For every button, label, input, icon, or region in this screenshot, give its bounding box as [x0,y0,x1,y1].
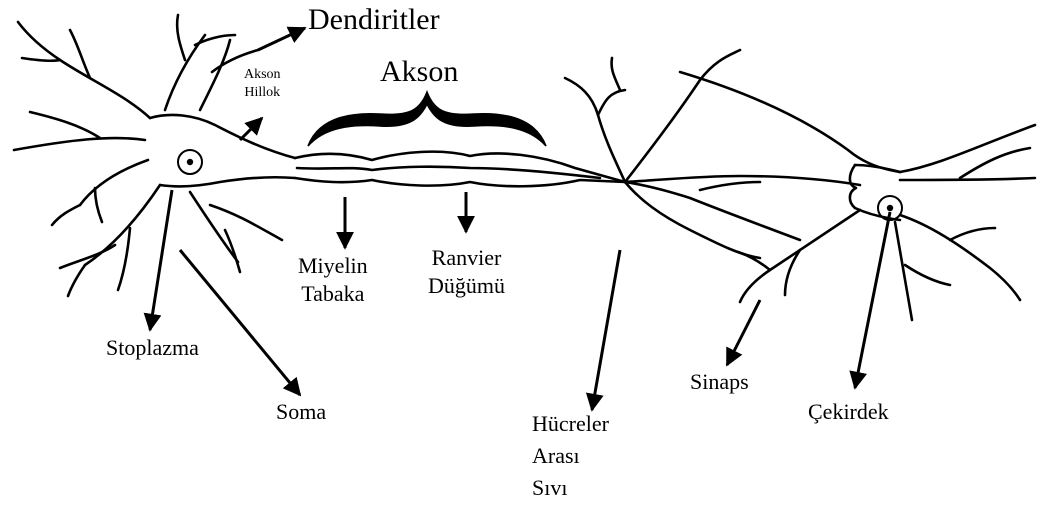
label-hucreler-line3: Sıvı [532,472,609,504]
label-sinaps: Sinaps [690,368,749,396]
label-miyelin-line2: Tabaka [298,280,368,308]
label-akson-hillok: Akson Hillok [244,66,281,102]
label-ranvier-dugumu: Ranvier Düğümü [428,244,505,299]
arrow-cekirdek [855,212,890,388]
label-miyelin-tabaka: Miyelin Tabaka [298,252,368,307]
label-stoplazma: Stoplazma [106,334,199,362]
right-neuron [680,72,1035,320]
label-hucreler-arasi-sivi: Hücreler Arası Sıvı [532,408,609,504]
label-soma: Soma [276,398,326,426]
axon [295,152,625,187]
label-cekirdek: Çekirdek [808,398,889,426]
arrow-sinaps [727,300,760,365]
arrow-stoplazma [150,190,172,330]
label-ranvier-line2: Düğümü [428,272,505,300]
label-hucreler-line2: Arası [532,440,609,472]
arrow-hucreler-arasi-sivi [592,250,620,410]
label-akson-hillok-line2: Hillok [244,84,281,102]
right-nucleolus [887,205,893,211]
arrow-dendiritler [258,28,305,50]
label-ranvier-line1: Ranvier [428,244,505,272]
label-miyelin-line1: Miyelin [298,252,368,280]
label-akson: Akson [380,54,458,89]
axon-brace [308,92,546,146]
left-neuron-dendrites [14,15,295,296]
arrow-akson-hillok [240,118,262,140]
label-akson-hillok-line1: Akson [244,66,281,84]
label-dendiritler: Dendiritler [308,2,440,37]
label-hucreler-line1: Hücreler [532,408,609,440]
left-nucleolus [187,159,193,165]
